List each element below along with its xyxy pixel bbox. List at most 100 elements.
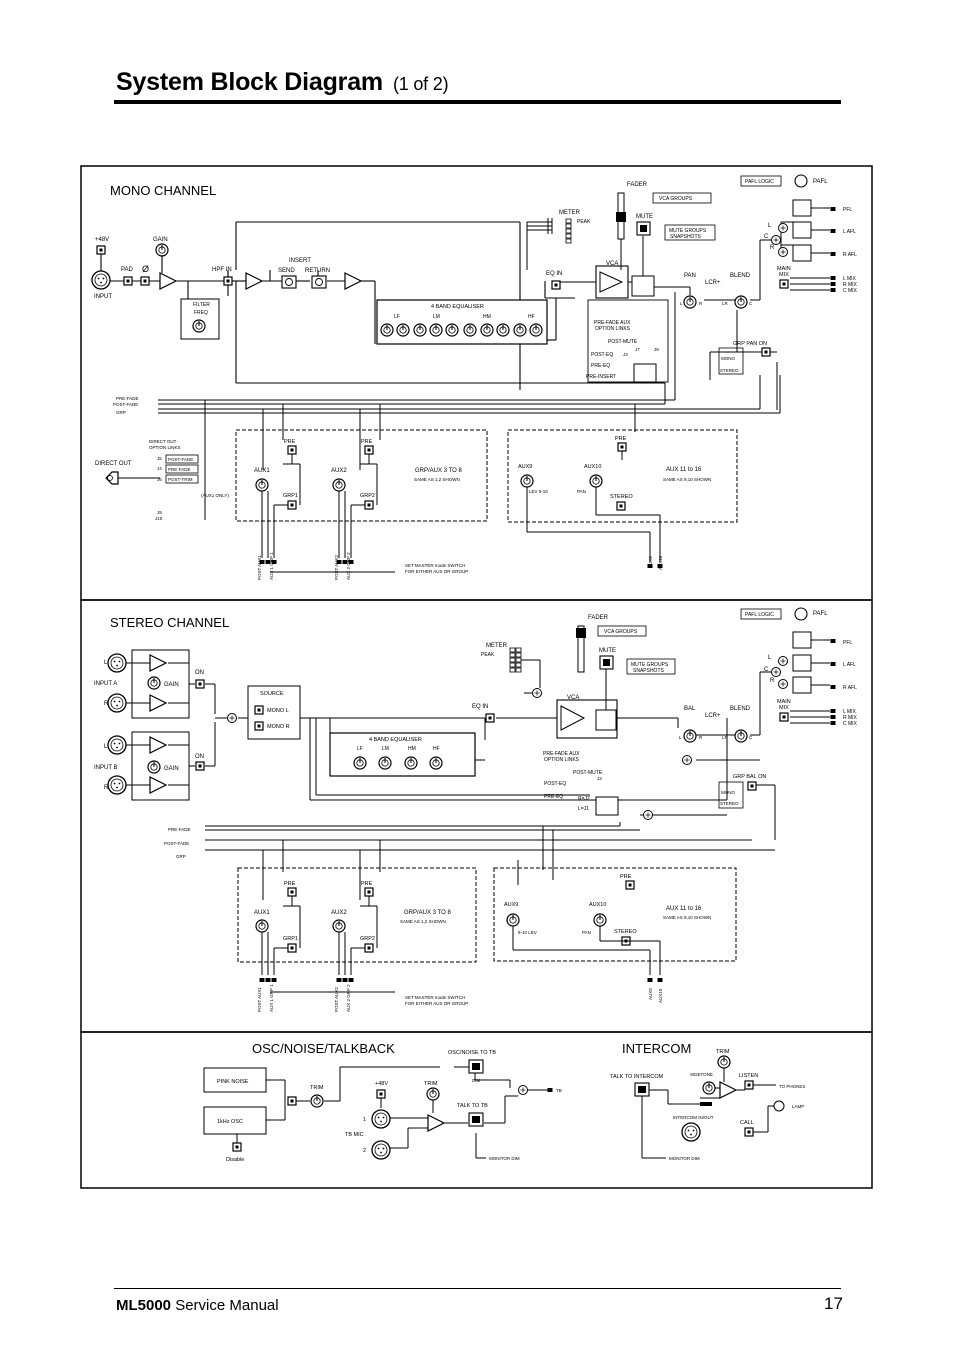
mono-fader-label: FADER — [627, 182, 648, 188]
mono-main-mix-2: MIX — [779, 272, 789, 278]
stereo-pafl-logic-label: PAFL LOGIC — [745, 612, 774, 618]
mono-pfl-label: PFL — [843, 207, 852, 213]
mono-prefade-aux: PRE-FADE AUX — [594, 320, 631, 326]
mono-eq-box — [376, 299, 548, 345]
stereo-postfade-label: POST-FADE — [164, 841, 189, 846]
stereo-eq-lm: LM — [382, 746, 389, 752]
mono-r-label: R — [770, 245, 775, 251]
stereo-input-a: INPUT A — [94, 681, 117, 687]
mono-aux-src-switch — [633, 363, 657, 383]
mono-aux2-grp2: AUX 2 GRP 2 — [346, 552, 351, 580]
osc-disable: Disable — [226, 1157, 244, 1163]
osc-trim-1: TRIM — [310, 1085, 324, 1091]
stereo-fader-cap — [576, 628, 586, 638]
page-subtitle: (1 of 2) — [392, 74, 449, 94]
mono-send-label: SEND — [278, 268, 295, 274]
osc-talk-tb: TALK TO TB — [457, 1103, 488, 1109]
mono-fader-cap — [616, 212, 626, 222]
stereo-main-mix-2: MIX — [779, 705, 789, 711]
mono-phase-label: Ø — [142, 264, 149, 274]
mono-pre-insert: PRE-INSERT — [586, 374, 616, 380]
stereo-output-pins — [830, 639, 836, 725]
stereo-eq-hf: HF — [433, 746, 440, 752]
stereo-vca-groups-label: VCA GROUPS — [604, 629, 638, 635]
mono-aux1116: AUX 11 to 16 — [666, 467, 702, 473]
stereo-grp-bal-box — [718, 781, 744, 809]
mono-mute-relay — [631, 275, 655, 297]
stereo-pre-3: PRE — [620, 874, 632, 880]
osc-1k: 1kHz OSC — [217, 1119, 243, 1125]
mono-freq-label: FREQ — [194, 310, 208, 316]
frame-osc — [80, 1031, 873, 1189]
stereo-on-a: ON — [195, 670, 204, 676]
stereo-snapshots-label: SNAPSHOTS — [633, 668, 665, 674]
intercom-wiring — [641, 1068, 776, 1159]
stereo-vca-label: VCA — [567, 695, 579, 701]
mono-l-label: L — [768, 223, 772, 229]
mono-meter-wiring — [526, 218, 553, 270]
osc-wiring — [236, 1066, 548, 1159]
intercom-lamp — [773, 1100, 785, 1112]
osc-trim-2: TRIM — [424, 1081, 438, 1087]
title-rule — [114, 100, 841, 104]
stereo-post-aux1: POST AUX1 — [257, 987, 262, 1012]
mono-lmix-label: L MIX — [843, 276, 857, 282]
page-number: 17 — [824, 1294, 843, 1313]
mono-grp1-label: GRP1 — [283, 493, 298, 499]
osc-pink-noise: PINK NOISE — [217, 1079, 249, 1085]
intercom-section-title: INTERCOM — [622, 1041, 691, 1056]
stereo-bal-label: BAL — [684, 706, 696, 712]
stereo-mid-wiring — [205, 659, 776, 900]
mono-pan-r: R — [699, 301, 703, 306]
stereo-peak-label: PEAK — [481, 652, 495, 658]
stereo-main-mix-1: MAIN — [777, 699, 791, 705]
mono-pan-l: L — [680, 301, 683, 306]
mono-blend-label: BLEND — [730, 273, 751, 279]
mono-gain-label: GAIN — [153, 237, 168, 243]
mono-blend-lr: LR — [722, 301, 729, 306]
mono-insert-jacks — [281, 275, 327, 289]
stereo-stereo-label: STEREO — [720, 801, 739, 806]
stereo-fader[interactable] — [577, 625, 585, 673]
stereo-pafl-logic-tag — [740, 608, 782, 620]
osc-tb-mic: TB MIC — [345, 1132, 364, 1138]
stereo-l-out: L — [768, 655, 772, 661]
mono-meter-leds — [565, 218, 572, 244]
mono-link-post-fade — [165, 454, 199, 464]
stereo-aux10-v: AUX10 — [658, 988, 663, 1003]
osc-mic2: 2 — [363, 1148, 366, 1154]
mono-stereo-sw: STEREO — [610, 494, 633, 500]
stereo-aux-src-switch — [595, 796, 619, 816]
stereo-blend-lr: LR — [722, 735, 729, 740]
intercom-resistor — [700, 1102, 712, 1106]
stereo-pafl-label: PAFL — [813, 611, 828, 617]
mono-pre-2: PRE — [361, 439, 373, 445]
osc-noise-tb: OSC/NOISE TO TB — [448, 1050, 496, 1056]
mono-mute-label: MUTE — [636, 214, 653, 220]
stereo-aux1-label: AUX1 — [254, 910, 270, 916]
mono-pre-1: PRE — [284, 439, 296, 445]
stereo-aux2-grp2: AUX 2 GRP 2 — [346, 984, 351, 1012]
mono-pafl-logic-label: PAFL LOGIC — [745, 179, 774, 185]
mono-48v-label: +48V — [95, 237, 109, 243]
stereo-fader-label: FADER — [588, 615, 609, 621]
osc-tb: TB — [556, 1088, 562, 1093]
stereo-mono-label: MONO — [721, 790, 735, 795]
mono-aux10-v: AUX10 — [658, 555, 663, 570]
stereo-pafl-lamp — [794, 607, 808, 621]
mono-grp-pan-box — [718, 347, 744, 375]
stereo-mono-l: MONO L — [267, 708, 289, 714]
mono-j8: J8 — [654, 347, 659, 352]
stereo-aux1-grp1: AUX 1 GRP 1 — [269, 984, 274, 1012]
stereo-aux910-box — [493, 867, 737, 962]
stereo-pre-eq: PRE-EQ — [544, 794, 563, 800]
mono-aux10-label: AUX10 — [584, 464, 601, 470]
mono-output-wiring — [654, 207, 830, 410]
mono-eq-hm: HM — [483, 314, 491, 320]
mono-link-pre-fade — [165, 464, 199, 474]
mono-aux1-only: (AUX1 ONLY) — [201, 493, 229, 498]
osc-monitor-dim: MONITOR DIM — [489, 1156, 520, 1161]
mono-j7: J7 — [635, 347, 640, 352]
stereo-grp-label: GRP — [176, 854, 186, 859]
mono-d-post-fade: POST-FADE — [168, 457, 193, 462]
